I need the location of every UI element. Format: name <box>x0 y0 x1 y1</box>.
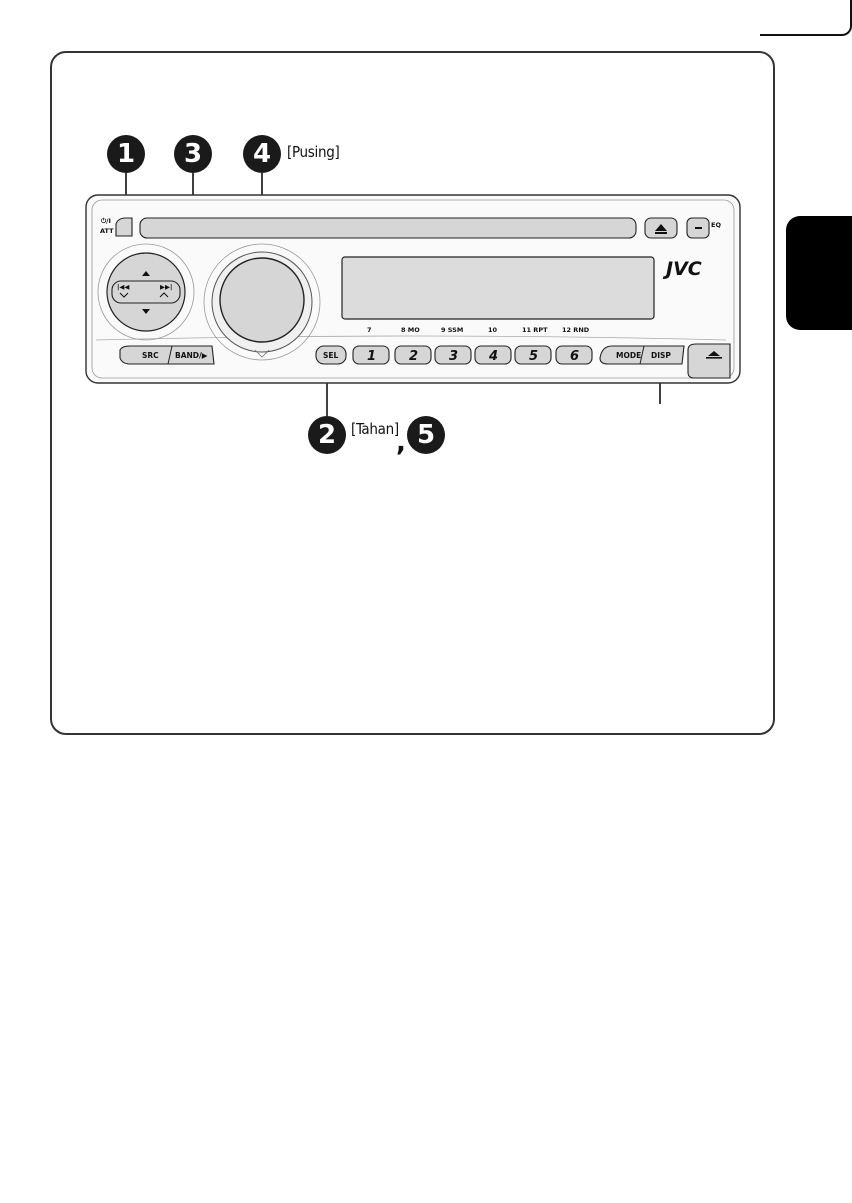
detach-button[interactable] <box>688 344 730 378</box>
sel-label: SEL <box>323 351 339 360</box>
mode-label: MODE <box>616 351 641 360</box>
preset-number-2: 2 <box>409 349 418 364</box>
brand-logo: JVC <box>662 258 702 280</box>
power-att-button[interactable] <box>116 218 132 236</box>
disp-label: DISP <box>651 351 671 360</box>
eq-dash-icon <box>695 227 702 229</box>
power-label: ⏻/I <box>101 217 111 225</box>
preset-number-6: 6 <box>570 349 579 364</box>
prev-track-icon: |◀◀ <box>117 283 129 292</box>
preset-caption-5: 11 RPT <box>522 326 548 334</box>
detach-bar-icon <box>706 357 722 359</box>
preset-number-1: 1 <box>367 349 376 364</box>
control-dial[interactable] <box>220 258 304 342</box>
preset-caption-6: 12 RND <box>562 326 590 334</box>
src-label: SRC <box>142 351 159 360</box>
preset-caption-4: 10 <box>488 326 498 334</box>
eq-label: EQ <box>711 221 721 229</box>
band-label: BAND/▶ <box>175 351 208 360</box>
disc-slot <box>140 218 636 238</box>
preset-caption-3: 9 SSM <box>441 326 463 334</box>
preset-number-5: 5 <box>529 349 538 364</box>
lcd-display <box>342 257 654 319</box>
preset-number-4: 4 <box>488 349 498 364</box>
preset-caption-1: 7 <box>367 326 372 334</box>
next-track-icon: ▶▶| <box>160 283 172 292</box>
preset-number-3: 3 <box>449 349 458 364</box>
eject-bar-icon <box>655 232 667 234</box>
preset-caption-2: 8 MO <box>401 326 420 334</box>
att-label: ATT <box>100 227 114 235</box>
